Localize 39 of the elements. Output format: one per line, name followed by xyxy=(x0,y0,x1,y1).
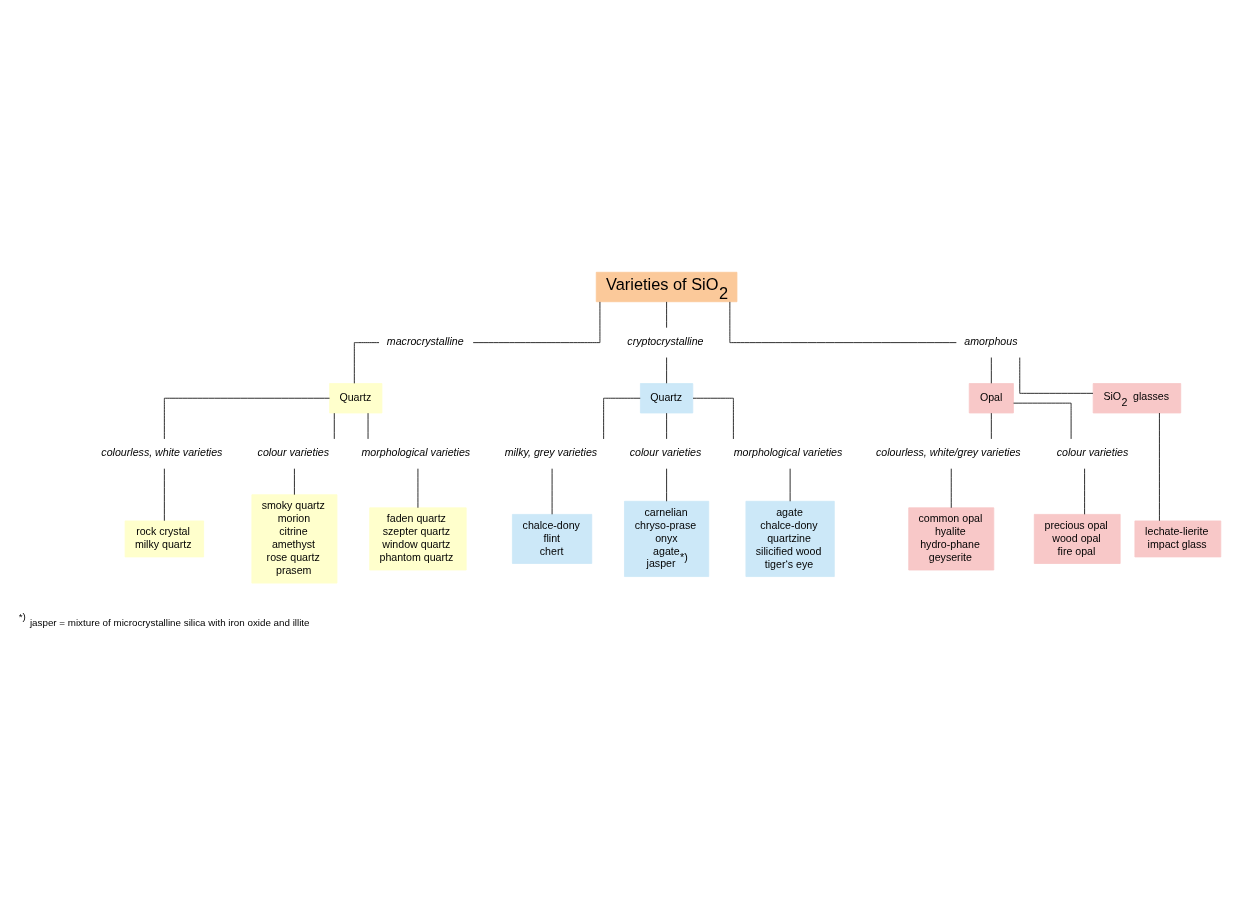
connector xyxy=(163,397,330,439)
node-box: common opal hyalite hydro-phane geyserite xyxy=(908,506,995,570)
node-text: colour varieties xyxy=(257,445,330,458)
connector xyxy=(1159,412,1160,521)
connector xyxy=(666,412,667,439)
node-text: colour varieties xyxy=(1056,445,1129,458)
node-box: Opal xyxy=(968,382,1014,413)
connector xyxy=(666,301,667,328)
node-box: smoky quartz morion citrine amethyst rose quartz prasem xyxy=(251,493,338,583)
connector xyxy=(294,467,295,495)
node-box: agate chalce-dony quartzine silicified wood tiger‘s eye xyxy=(745,500,835,577)
node-text: colourless, white/grey varieties xyxy=(876,445,1021,458)
connector xyxy=(1084,467,1085,515)
node-text: morphological varieties xyxy=(733,445,843,458)
connector xyxy=(472,301,601,343)
node-box: Quartz xyxy=(640,382,694,413)
node-box: precious opal wood opal fire opal xyxy=(1033,513,1121,564)
node-text: amorphous xyxy=(964,334,1018,347)
connector xyxy=(163,467,165,521)
connector xyxy=(990,412,992,439)
connector xyxy=(990,356,992,384)
node-box: chalce-dony flint chert xyxy=(512,513,593,564)
node-text: cryptocrystalline xyxy=(627,334,704,347)
connector xyxy=(692,397,734,439)
node-text: macrocrystalline xyxy=(386,334,464,347)
node-box: Quartz xyxy=(329,382,383,413)
connector xyxy=(353,341,380,384)
connector xyxy=(729,301,957,343)
connector xyxy=(1019,356,1094,394)
node-box: rock crystal milky quartz xyxy=(124,520,205,557)
node-box: faden quartz szepter quartz window quartz phantom quartz xyxy=(369,506,467,570)
node-text: colour varieties xyxy=(629,445,702,458)
node-text: morphological varieties xyxy=(361,445,471,458)
connector xyxy=(666,356,667,384)
node-box: lechate-lierite impact glass xyxy=(1134,520,1222,557)
node-text: colourless, white varieties xyxy=(101,445,223,458)
connector xyxy=(603,397,641,439)
connector xyxy=(666,467,667,502)
node-text: milky, grey varieties xyxy=(504,445,598,458)
